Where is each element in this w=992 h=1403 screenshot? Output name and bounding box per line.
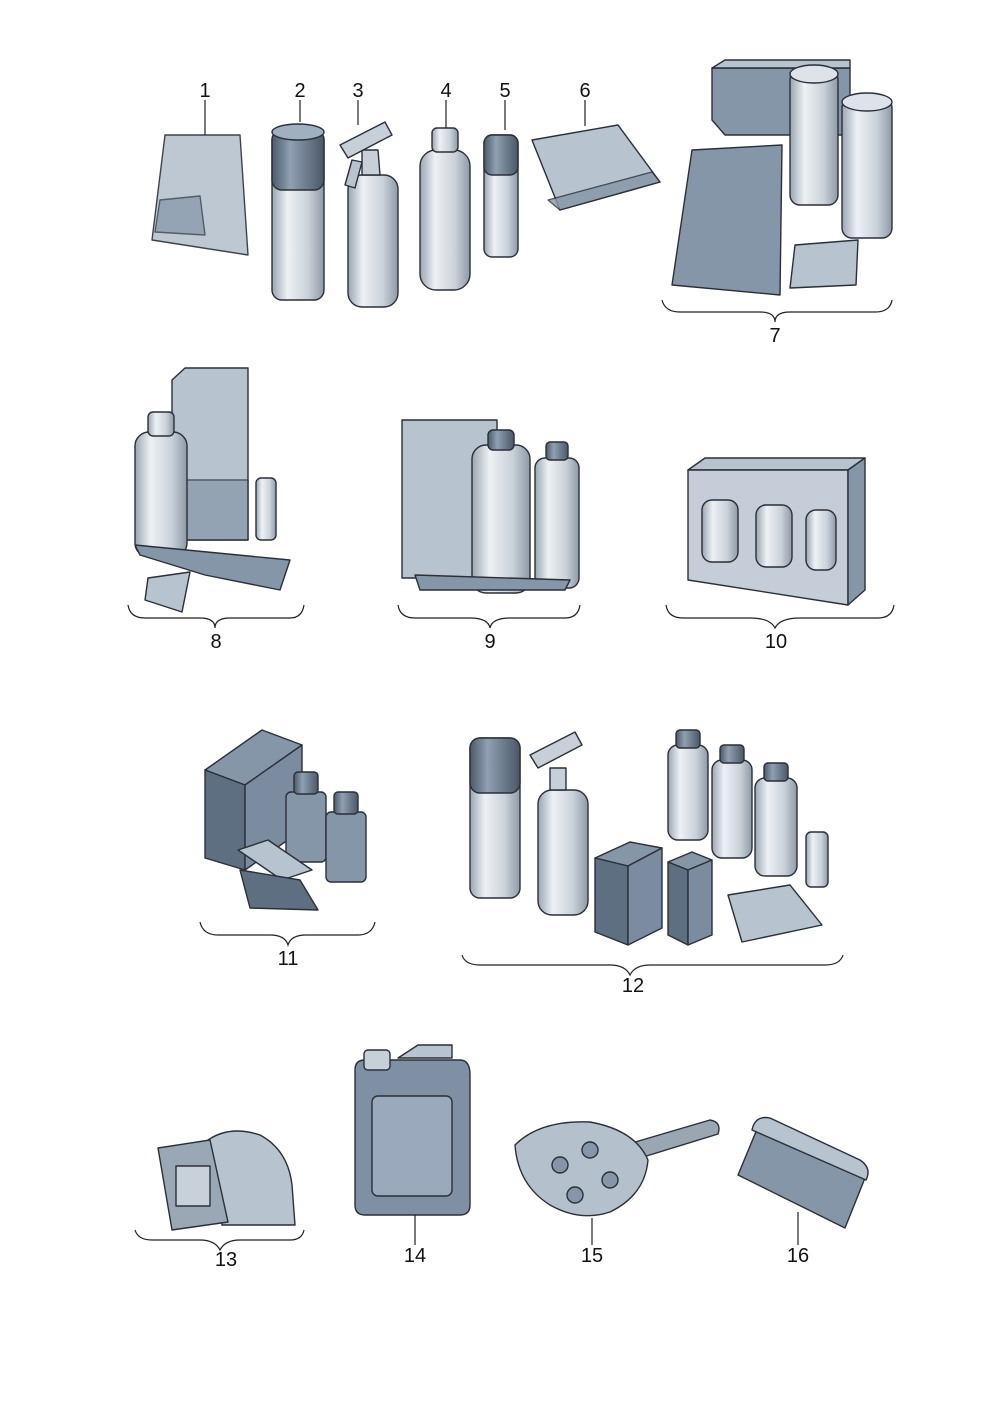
- part-6-cloth: [531, 100, 661, 211]
- part-label-8: 8: [210, 631, 221, 653]
- part-2-aerosol-can: [271, 100, 325, 301]
- part-label-7: 7: [769, 325, 780, 347]
- part-10-boxed-set: [665, 457, 895, 630]
- part-4-bottle: [419, 100, 471, 291]
- part-11-kit: [199, 729, 376, 948]
- part-1-pouch: [151, 100, 249, 256]
- part-label-11: 11: [278, 948, 299, 970]
- part-label-3: 3: [352, 80, 363, 102]
- part-5-small-can: [483, 100, 519, 258]
- part-13-wipes: [134, 1130, 305, 1252]
- part-label-6: 6: [579, 80, 590, 102]
- part-label-14: 14: [404, 1245, 426, 1267]
- part-label-15: 15: [581, 1245, 603, 1267]
- part-12-kit: [461, 729, 844, 977]
- part-label-13: 13: [215, 1249, 237, 1271]
- part-9-kit: [397, 419, 581, 629]
- part-label-2: 2: [294, 80, 305, 102]
- part-14-canister: [354, 1044, 471, 1245]
- part-16-squeegee: [737, 1116, 869, 1245]
- part-label-12: 12: [622, 975, 644, 997]
- part-3-spray-bottle: [339, 100, 399, 308]
- part-label-4: 4: [440, 80, 451, 102]
- part-label-1: 1: [199, 80, 210, 102]
- part-8-kit: [127, 367, 305, 629]
- part-label-10: 10: [765, 631, 787, 653]
- part-15-wash-brush: [514, 1119, 720, 1245]
- part-label-5: 5: [499, 80, 510, 102]
- part-label-16: 16: [787, 1245, 809, 1267]
- part-label-9: 9: [484, 631, 495, 653]
- part-7-kit: [661, 59, 893, 323]
